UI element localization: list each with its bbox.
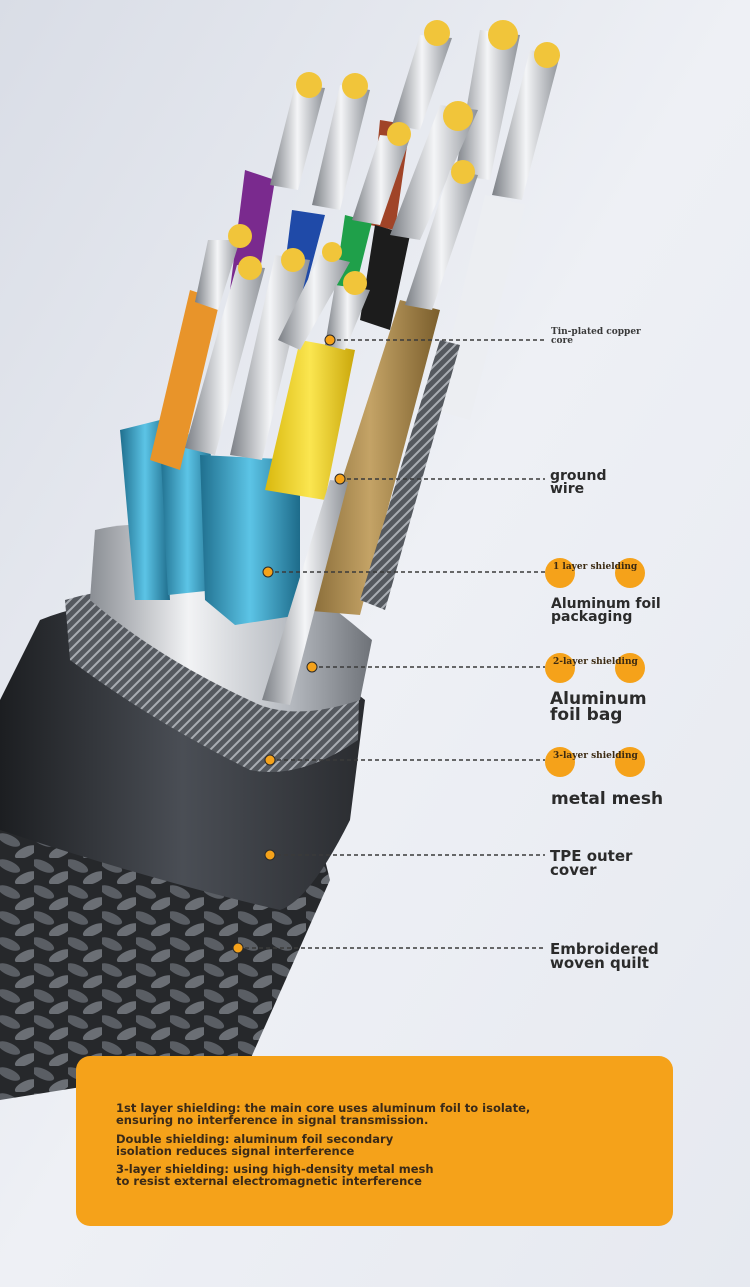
label-ground-wire: ground wire <box>550 468 607 498</box>
label-aluminum-foil-bag: Aluminum foil bag <box>550 689 647 725</box>
label-metal-mesh: metal mesh <box>551 789 664 809</box>
description-line-3: 3-layer shielding: using high-density me… <box>116 1162 434 1189</box>
badge-layer3: 3-layer shielding <box>545 747 645 777</box>
label-tpe-outer-cover: TPE outer cover <box>550 847 633 880</box>
description-panel: 1st layer shielding: the main core uses … <box>76 1056 673 1226</box>
description-line-2: Double shielding: aluminum foil secondar… <box>116 1132 394 1159</box>
badge-layer3-text: 3-layer shielding <box>553 751 638 761</box>
badge-layer1: 1 layer shielding <box>545 558 645 588</box>
description-line-1: 1st layer shielding: the main core uses … <box>116 1101 531 1128</box>
badge-layer1-text: 1 layer shielding <box>553 562 638 572</box>
label-copper-core: Tin-plated copper core <box>551 327 641 346</box>
badge-layer2: 2-layer shielding <box>545 653 645 683</box>
label-aluminum-foil-packaging: Aluminum foil packaging <box>551 596 661 626</box>
label-embroidered-woven-quilt: Embroidered woven quilt <box>550 940 659 973</box>
badge-layer2-text: 2-layer shielding <box>553 657 638 667</box>
